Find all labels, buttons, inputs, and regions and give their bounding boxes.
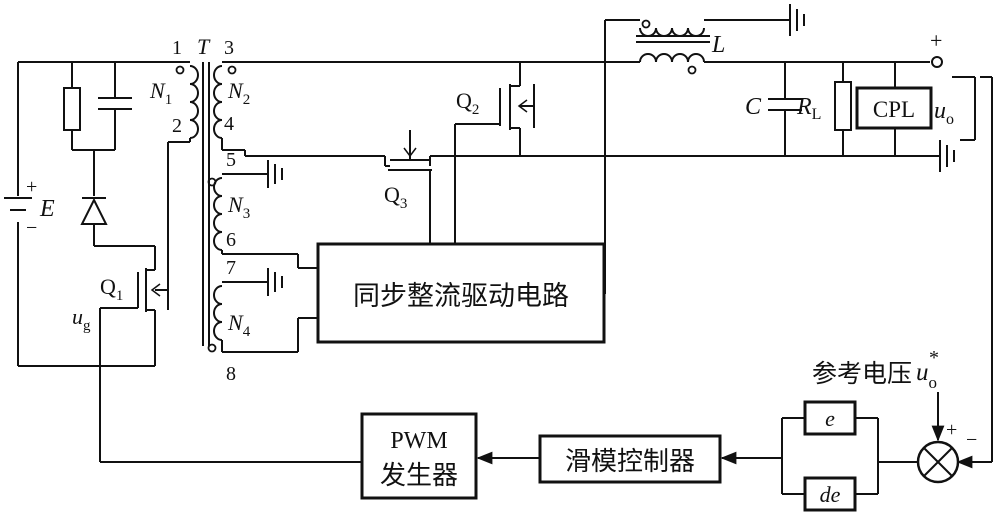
dc-source-e: + − E (4, 62, 55, 366)
reference-voltage-label: 参考电压 (812, 359, 912, 388)
smc-label: 滑模控制器 (565, 447, 695, 477)
n2-label: N2 (227, 78, 250, 108)
l-bottom-dot (687, 65, 697, 75)
summing-junction: + − (916, 419, 977, 484)
cpl-load: CPL (855, 62, 933, 156)
q2-label: Q2 (456, 88, 479, 118)
pin-7-label: 7 (226, 257, 236, 279)
winding-n1: N1 2 (149, 61, 199, 268)
rl-resistor-body (834, 81, 852, 131)
pwm-generator-block: PWM 发生器 (360, 412, 478, 500)
output-plus-terminal (931, 56, 943, 68)
pin-2-label: 2 (172, 115, 182, 137)
source-minus-label: − (26, 217, 37, 239)
output-plus-label: + (930, 28, 942, 53)
n4-dot (207, 343, 217, 353)
switch-q3: Q3 (384, 130, 455, 244)
q3-label: Q3 (384, 182, 407, 212)
n2-dot (227, 65, 237, 75)
pin-1-label: 1 (172, 37, 182, 59)
snubber-diode (80, 197, 108, 225)
pin-5-label: 5 (226, 149, 236, 171)
transformer-t-label: T (197, 34, 211, 59)
transformer: 1 T 3 N1 2 N2 4 5 (149, 34, 620, 385)
winding-n4: 7 N4 8 (207, 257, 320, 385)
reference-u-label: uo* (916, 347, 939, 392)
error-derivative-box-de: de (803, 476, 857, 512)
switch-q1: Q1 ug (72, 246, 169, 462)
uo-label: uo (934, 98, 954, 128)
de-label: de (820, 482, 841, 507)
load-resistor-rl: RL (796, 62, 852, 156)
winding-n3: 5 N3 6 (207, 149, 320, 269)
switch-q2: Q2 (454, 62, 535, 244)
pin-4-label: 4 (224, 113, 234, 135)
winding-n2: N2 4 (213, 61, 620, 157)
ground-output (939, 140, 955, 172)
e-label: e (825, 406, 835, 431)
ground-n4 (267, 268, 283, 296)
l-top-dot (641, 19, 651, 29)
rcd-snubber (63, 62, 155, 247)
n3-label: N3 (227, 192, 250, 222)
n3-dot (207, 177, 217, 187)
source-plus-label: + (26, 176, 37, 198)
sliding-mode-controller-block: 滑模控制器 (538, 434, 722, 484)
ug-label: ug (72, 304, 91, 334)
pwm-label: PWM (390, 428, 447, 454)
rl-label: RL (796, 94, 821, 123)
sync-driver-label: 同步整流驱动电路 (353, 281, 569, 312)
error-box-e: e (803, 400, 857, 436)
cpl-label: CPL (873, 97, 915, 122)
sum-plus-label: + (946, 419, 957, 441)
n4-label: N4 (227, 310, 251, 340)
inductor-l: L (604, 4, 930, 294)
source-e-label: E (39, 196, 55, 222)
output-capacitor-c: C (745, 62, 802, 156)
output-terminals: + uo (930, 28, 976, 172)
pin-6-label: 6 (226, 229, 236, 251)
inductor-label: L (711, 32, 725, 58)
pin-8-label: 8 (226, 363, 236, 385)
n1-label: N1 (149, 78, 172, 108)
snubber-resistor (63, 87, 81, 131)
sum-minus-label: − (966, 429, 977, 451)
generator-label: 发生器 (380, 461, 458, 491)
pin-3-label: 3 (224, 37, 234, 59)
ground-n3 (267, 160, 283, 188)
n1-dot (175, 65, 185, 75)
capacitor-label: C (745, 94, 762, 120)
q1-label: Q1 (100, 274, 123, 304)
ground-inductor (789, 4, 805, 36)
sync-rectifier-driver-block: 同步整流驱动电路 (316, 242, 606, 344)
reference-voltage: 参考电压 uo* (812, 347, 945, 442)
